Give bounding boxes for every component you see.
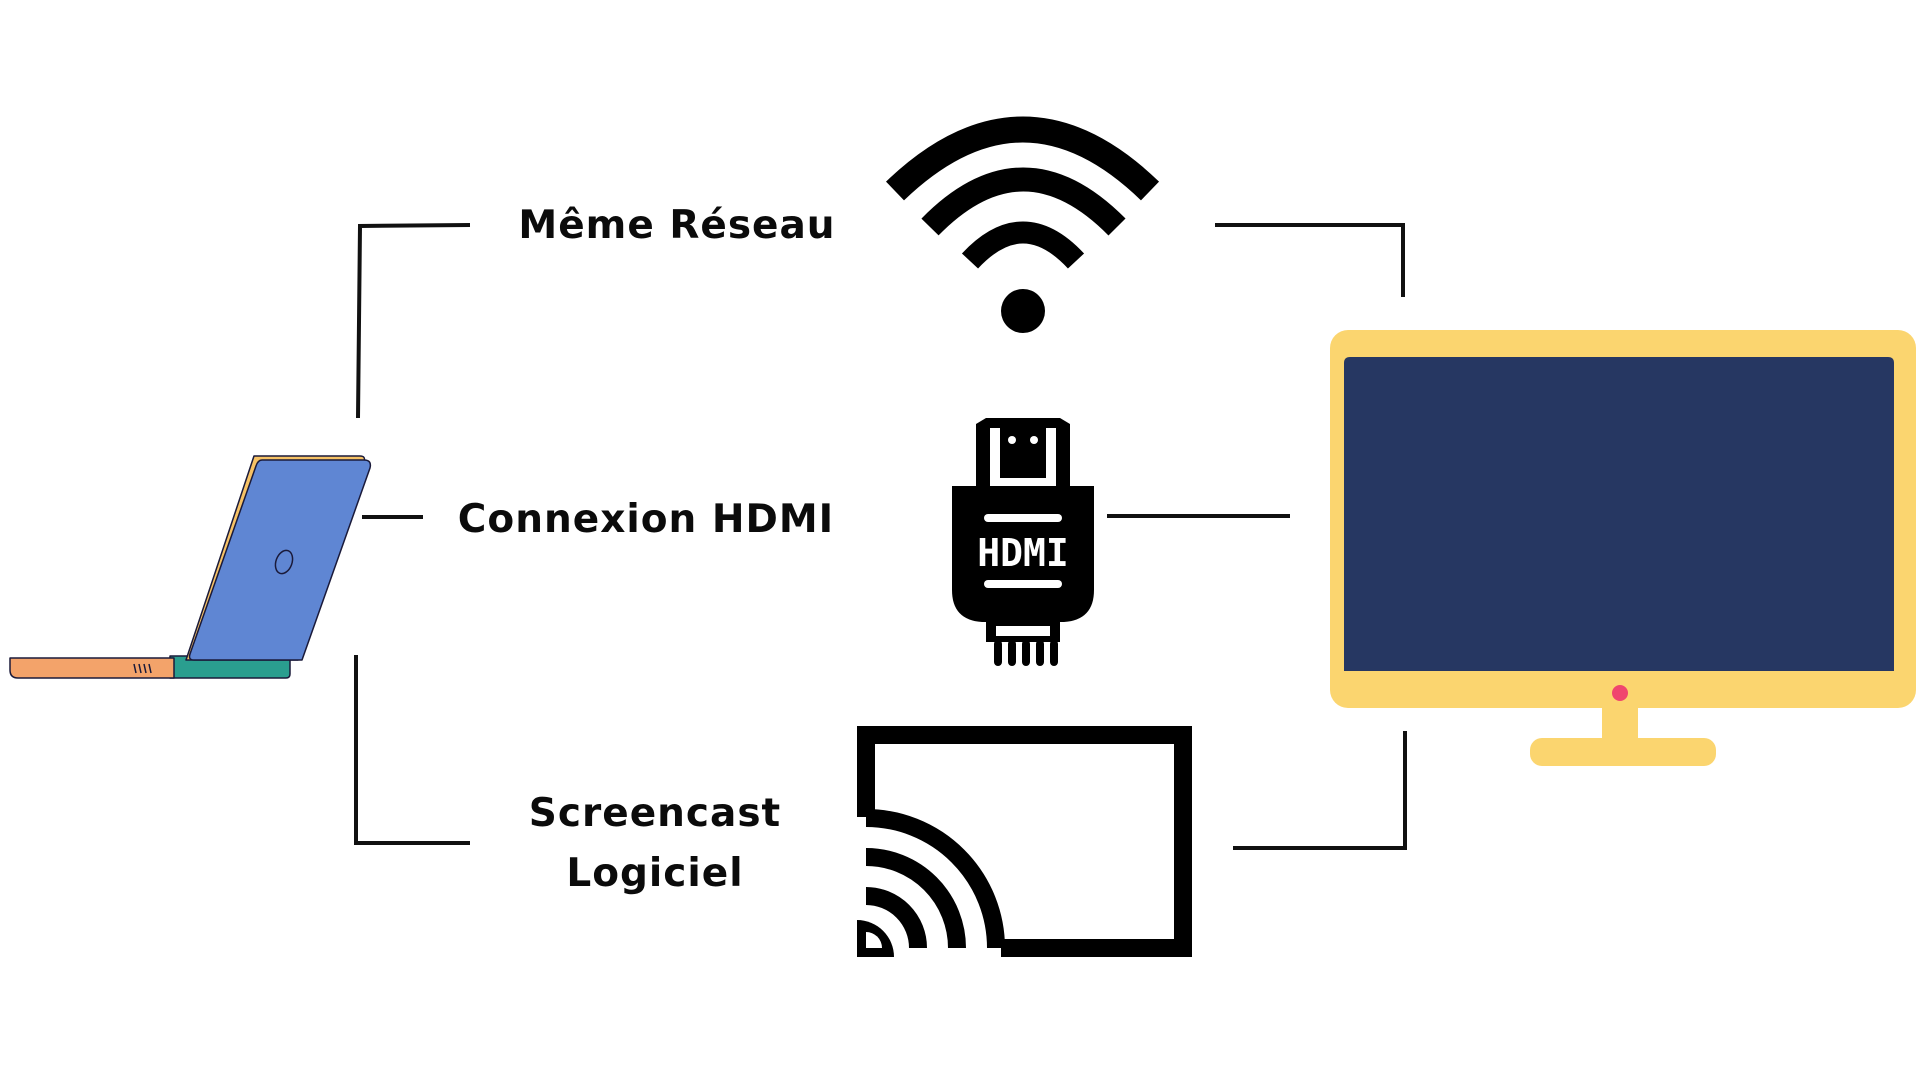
- monitor-screen: [1344, 357, 1894, 671]
- label-screencast-software: Screencast Logiciel: [528, 791, 782, 896]
- line-laptop-to-wifi: [356, 223, 471, 419]
- hdmi-plug-icon: HDMI: [952, 418, 1094, 666]
- wifi-icon: [885, 116, 1160, 333]
- monitor-stand: [1530, 738, 1716, 766]
- laptop-icon: [9, 455, 372, 679]
- hdmi-plug-text: HDMI: [977, 531, 1069, 575]
- label-hdmi-connection: Connexion HDMI: [457, 497, 835, 542]
- laptop-vent: [133, 663, 152, 674]
- connector-lines: [354, 223, 1407, 850]
- monitor-neck: [1602, 706, 1638, 740]
- monitor-icon: [1330, 330, 1916, 766]
- line-laptop-to-cast: [354, 655, 470, 845]
- laptop-logo: [274, 549, 294, 575]
- cast-icon: [857, 726, 1192, 957]
- laptop-base-back: [169, 655, 291, 679]
- laptop-base: [9, 657, 175, 679]
- monitor-power-led: [1612, 685, 1628, 701]
- line-cast-to-monitor: [1233, 731, 1407, 850]
- laptop-screen: [188, 459, 372, 661]
- label-same-network: Même Réseau: [518, 203, 836, 248]
- line-wifi-to-monitor: [1215, 223, 1405, 297]
